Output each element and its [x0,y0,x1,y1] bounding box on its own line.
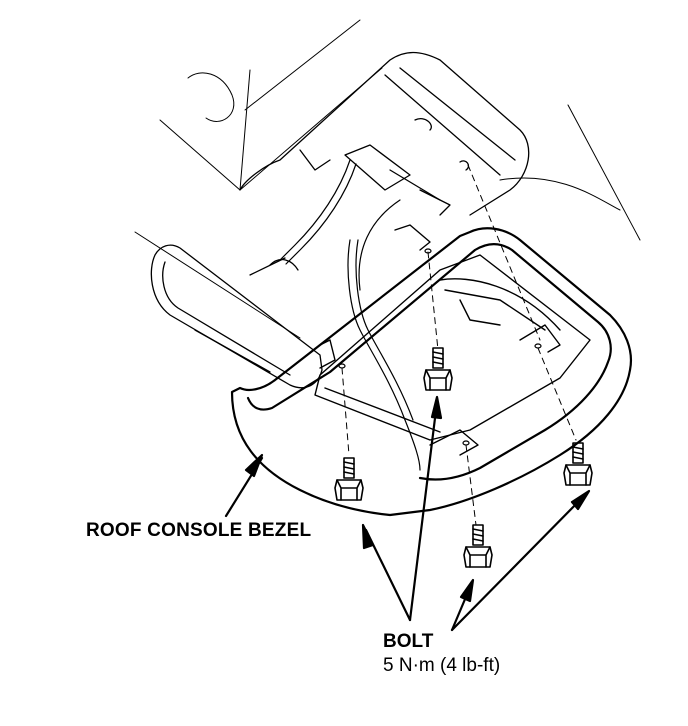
bolt-3 [463,524,493,568]
rear-view-mirror [150,244,323,389]
bolt-arrowhead-4 [570,489,591,511]
bolt-alignment-lines [341,164,577,526]
wire-harness [279,159,421,471]
roof-console-bezel-label: ROOF CONSOLE BEZEL [86,520,312,541]
bolt-arrowhead-3 [459,578,475,603]
console-housing [239,51,530,216]
bolt-arrow-4 [450,493,587,632]
roof-panel [134,19,641,339]
console-bezel [230,227,633,517]
bolt-arrow-2 [408,400,439,622]
mount-hole [534,343,542,349]
mount-hole [462,440,470,446]
bolt-torque-spec: 5 N·m (4 lb-ft) [383,655,501,676]
leader-arrows [224,395,591,632]
bolt-2 [423,347,453,391]
mount-hole [338,363,346,369]
bolt-arrowhead-1 [361,523,375,550]
bezel-arrowhead [244,453,264,478]
bolt-label: BOLT [383,631,434,652]
bolt-1 [334,457,364,501]
bolt-4 [563,442,593,486]
bolt-arrowhead-2 [430,395,443,420]
